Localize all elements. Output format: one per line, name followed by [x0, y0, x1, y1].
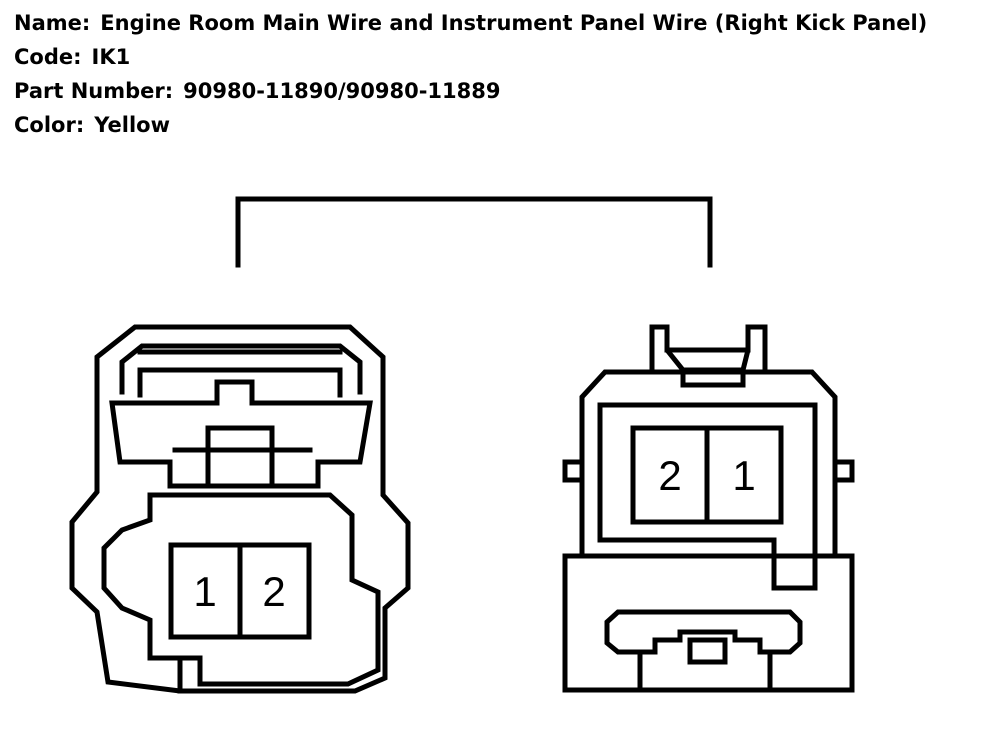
- right-connector-right-ear: [832, 459, 855, 483]
- color-row: Color: Yellow: [14, 108, 927, 142]
- color-label: Color:: [14, 113, 85, 137]
- code-row: Code: IK1: [14, 40, 927, 74]
- right-connector-lock-rail: [604, 609, 803, 655]
- name-value: Engine Room Main Wire and Instrument Pan…: [100, 11, 928, 35]
- right-connector-base: [562, 553, 855, 693]
- right-connector-inner: [597, 402, 818, 591]
- left-connector-lock-bar: [137, 349, 343, 398]
- left-connector-lock-housing: [109, 379, 373, 489]
- left-pin-2: 2: [262, 568, 285, 615]
- part-number-value: 90980-11890/90980-11889: [183, 79, 501, 103]
- right-connector-left-ear: [562, 459, 585, 483]
- left-connector: 1 2: [69, 324, 411, 694]
- right-connector-lock-tab: [637, 637, 773, 693]
- right-pin-1: 1: [732, 452, 755, 499]
- part-number-row: Part Number: 90980-11890/90980-11889: [14, 74, 927, 108]
- left-connector-center-tab: [172, 425, 313, 489]
- code-value: IK1: [91, 45, 131, 69]
- left-pin-1: 1: [193, 568, 216, 615]
- mating-bracket: [235, 196, 713, 268]
- right-pin-2: 2: [658, 452, 681, 499]
- name-label: Name:: [14, 11, 91, 35]
- right-connector-latch-step: [664, 347, 751, 388]
- left-connector-body: [69, 324, 411, 694]
- left-connector-cavity: [101, 492, 381, 687]
- left-connector-top-rib: [119, 343, 363, 395]
- code-label: Code:: [14, 45, 82, 69]
- name-row: Name: Engine Room Main Wire and Instrumen…: [14, 6, 927, 40]
- part-number-label: Part Number:: [14, 79, 174, 103]
- right-connector: 2 1: [562, 324, 855, 693]
- color-value: Yellow: [94, 113, 170, 137]
- connector-info: Name: Engine Room Main Wire and Instrumen…: [14, 6, 927, 142]
